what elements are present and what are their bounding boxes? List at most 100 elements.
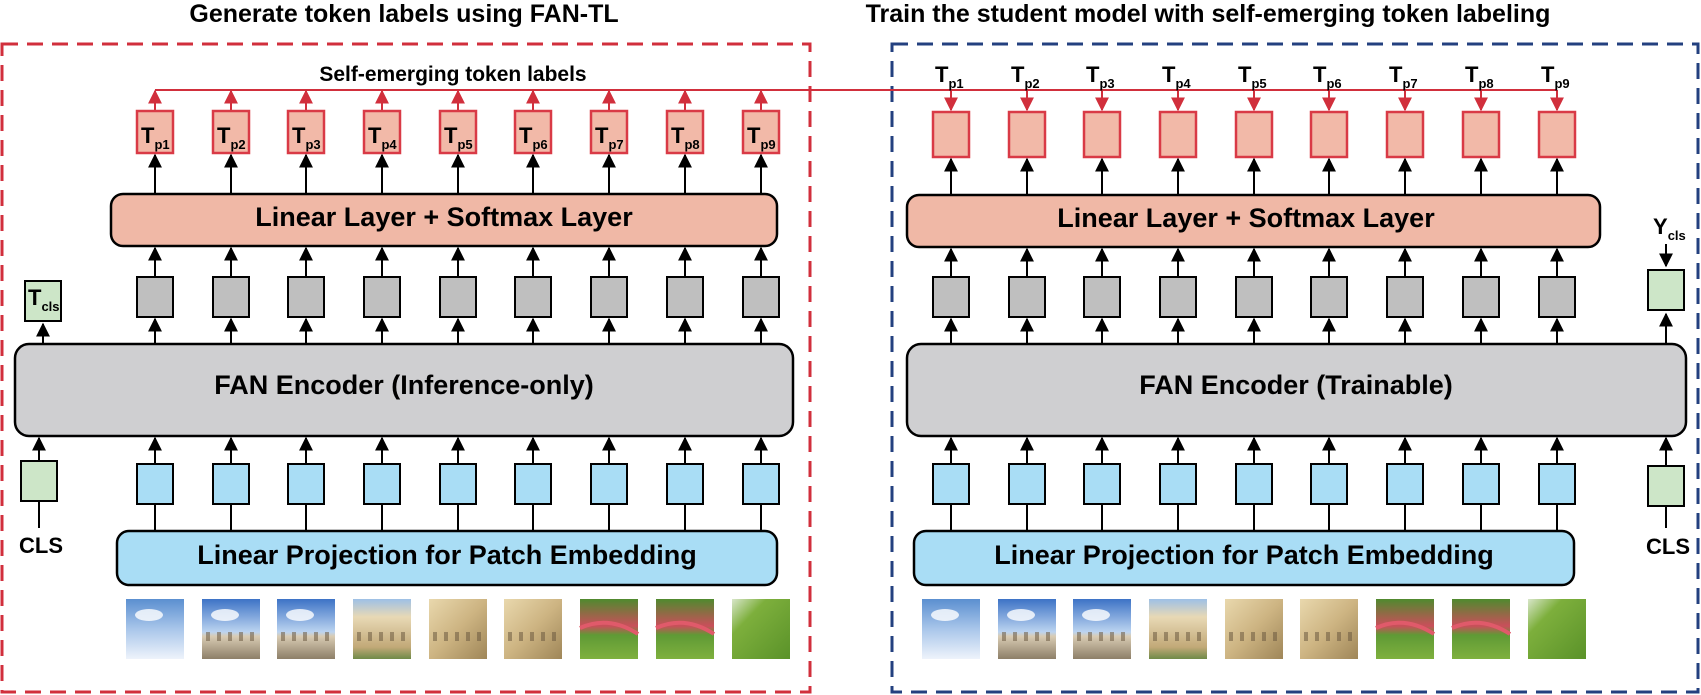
- right-token-label-main-2: T: [1011, 62, 1025, 87]
- left-token-label-main-2: T: [217, 123, 231, 148]
- left-panel-border: [0, 42, 812, 694]
- left-token-label-main-4: T: [368, 123, 382, 148]
- right-token-label-5: Tp5: [1238, 62, 1267, 91]
- left-image-patch-2: [202, 599, 260, 659]
- right-linear-projection-block: [912, 529, 1576, 587]
- right-linear-softmax-block: [905, 193, 1602, 249]
- left-linear-softmax-block: [109, 192, 779, 248]
- right-patch-token-4: [1159, 463, 1197, 505]
- left-encoder-output-token-7: [590, 276, 628, 318]
- right-token-label-2: Tp2: [1011, 62, 1040, 91]
- right-image-patch-3: [1073, 599, 1131, 659]
- left-patch-token-8: [666, 463, 704, 505]
- left-token-label-box-6: [513, 109, 553, 155]
- left-token-label-main-8: T: [671, 123, 685, 148]
- right-token-label-box-5: [1234, 110, 1274, 159]
- left-token-label-main-7: T: [595, 123, 609, 148]
- right-linear-softmax-label: Linear Layer + Softmax Layer: [1057, 203, 1435, 233]
- right-patch-token-3: [1083, 463, 1121, 505]
- left-token-label-sub-1: p1: [154, 137, 169, 152]
- left-token-label-box-8: [665, 109, 705, 155]
- right-token-label-main-7: T: [1389, 62, 1403, 87]
- left-image-patch-4: [353, 599, 411, 659]
- left-token-label-8: Tp8: [671, 123, 700, 152]
- left-encoder-output-token-1: [136, 276, 174, 318]
- right-patch-token-5: [1235, 463, 1273, 505]
- right-token-label-sub-7: p7: [1402, 76, 1417, 91]
- left-token-label-9: Tp9: [747, 123, 776, 152]
- right-encoder-output-token-5: [1235, 276, 1273, 318]
- left-token-label-sub-9: p9: [760, 137, 775, 152]
- left-token-label-7: Tp7: [595, 123, 624, 152]
- right-token-label-sub-5: p5: [1251, 76, 1266, 91]
- right-token-label-main-1: T: [935, 62, 949, 87]
- left-image-patches: [126, 599, 790, 659]
- right-encoder-output-token-1: [932, 276, 970, 318]
- right-token-label-sub-2: p2: [1024, 76, 1039, 91]
- left-token-label-sub-3: p3: [305, 137, 320, 152]
- right-token-label-9: Tp9: [1541, 62, 1570, 91]
- left-token-label-sub-7: p7: [608, 137, 623, 152]
- right-fan-encoder-label: FAN Encoder (Trainable): [1139, 370, 1453, 400]
- left-cls-output-main: T: [28, 285, 42, 310]
- left-patch-token-1: [136, 463, 174, 505]
- left-token-label-main-9: T: [747, 123, 761, 148]
- left-encoder-output-token-3: [287, 276, 325, 318]
- right-patch-token-1: [932, 463, 970, 505]
- right-token-label-sub-4: p4: [1175, 76, 1191, 91]
- right-token-label-8: Tp8: [1465, 62, 1494, 91]
- left-encoder-output-token-4: [363, 276, 401, 318]
- right-cls-target-sub: cls: [1668, 228, 1686, 243]
- right-token-label-main-5: T: [1238, 62, 1252, 87]
- right-patch-token-2: [1008, 463, 1046, 505]
- right-patch-token-7: [1386, 463, 1424, 505]
- left-image-patch-9: [732, 599, 790, 659]
- left-token-label-5: Tp5: [444, 123, 473, 152]
- left-token-label-1: Tp1: [141, 123, 170, 152]
- left-cls-output-sub: cls: [41, 299, 59, 314]
- right-token-label-box-6: [1309, 110, 1349, 159]
- right-token-label-main-6: T: [1313, 62, 1327, 87]
- left-token-label-3: Tp3: [292, 123, 321, 152]
- left-fan-encoder-label: FAN Encoder (Inference-only): [214, 370, 594, 400]
- right-image-patch-6: [1300, 599, 1358, 659]
- left-token-label-box-2: [211, 109, 251, 155]
- left-token-label-box-4: [362, 109, 402, 155]
- left-token-label-sub-5: p5: [457, 137, 472, 152]
- right-token-label-6: Tp6: [1313, 62, 1342, 91]
- right-encoder-output-token-6: [1310, 276, 1348, 318]
- left-image-patch-5: [429, 599, 487, 659]
- right-encoder-output-token-3: [1083, 276, 1121, 318]
- right-image-patch-1: [922, 599, 980, 659]
- right-patch-embedding-tokens: [932, 463, 1576, 505]
- left-token-label-sub-8: p8: [684, 137, 699, 152]
- left-token-label-2: Tp2: [217, 123, 246, 152]
- left-token-label-6: Tp6: [519, 123, 548, 152]
- right-cls-target-main: Y: [1653, 214, 1668, 239]
- right-flow-arrows: [944, 157, 1564, 531]
- left-patch-embedding-tokens: [136, 463, 780, 505]
- right-encoder-output-token-2: [1008, 276, 1046, 318]
- right-token-label-main-3: T: [1086, 62, 1100, 87]
- left-image-patch-8: [655, 599, 716, 659]
- right-token-label-box-7: [1385, 110, 1425, 159]
- right-token-label-sub-1: p1: [948, 76, 963, 91]
- right-token-label-sub-3: p3: [1099, 76, 1114, 91]
- right-patch-token-6: [1310, 463, 1348, 505]
- right-token-label-sub-8: p8: [1478, 76, 1493, 91]
- left-token-label-main-6: T: [519, 123, 533, 148]
- right-encoder-output-token-4: [1159, 276, 1197, 318]
- right-token-label-main-8: T: [1465, 62, 1479, 87]
- left-cls-input-token: [20, 460, 58, 502]
- right-token-label-sub-9: p9: [1554, 76, 1569, 91]
- left-token-label-sub-4: p4: [381, 137, 397, 152]
- left-image-patch-6: [504, 599, 562, 659]
- right-token-label-1: Tp1: [935, 62, 964, 91]
- left-linear-projection-block: [115, 529, 779, 587]
- left-encoder-output-token-9: [742, 276, 780, 318]
- right-token-label-3: Tp3: [1086, 62, 1115, 91]
- left-token-label-box-9: [741, 109, 781, 155]
- right-encoder-output-token-8: [1462, 276, 1500, 318]
